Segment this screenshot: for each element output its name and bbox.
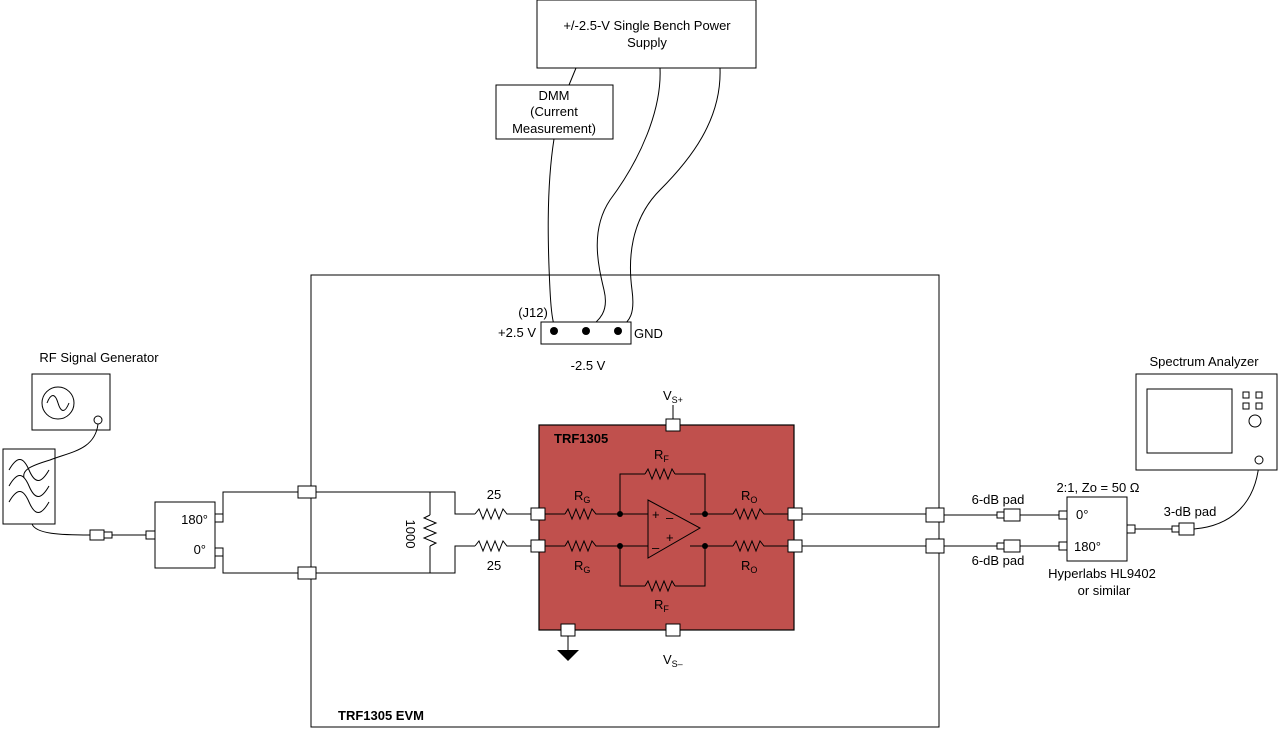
input-balun: 180° 0° <box>154 501 224 569</box>
analyzer-pad-label: 3-dB pad <box>1164 504 1217 519</box>
input-balun-phase-bottom: 0° <box>194 542 206 557</box>
amp-in-plus: + <box>652 507 660 522</box>
power-supply-label-line1: +/-2.5-V Single Bench Power <box>563 18 731 33</box>
rf-signal-generator: RF Signal Generator <box>31 350 159 431</box>
pin-gnd <box>614 327 622 335</box>
resistor-icon <box>564 539 620 553</box>
resistor-icon <box>474 539 531 553</box>
spectrum-analyzer: Spectrum Analyzer <box>1135 354 1278 471</box>
output-balun-part-line2: or similar <box>1078 583 1131 598</box>
resistor-icon <box>422 514 438 547</box>
wire-gnd <box>617 67 721 331</box>
pin-neg <box>582 327 590 335</box>
sine-wave-icon <box>46 395 70 411</box>
power-supply-label-line2: Supply <box>627 35 667 50</box>
rg-top-label: RG <box>574 488 590 505</box>
connector-gnd-label: GND <box>634 326 663 341</box>
connector-pos-label: +2.5 V <box>498 325 536 340</box>
power-supply: +/-2.5-V Single Bench Power Supply <box>536 0 757 69</box>
resistor-icon <box>732 507 788 521</box>
analyzer-input-port <box>1254 455 1264 465</box>
pin-pos <box>550 327 558 335</box>
input-pad <box>89 529 156 541</box>
output-balun: 2:1, Zo = 50 Ω 0° 180° Hyperlabs HL9402 … <box>1048 480 1156 598</box>
ro-bottom-label: RO <box>741 558 757 575</box>
series-resistor-bottom-label: 25 <box>487 558 501 573</box>
rf-top-label: RF <box>654 447 669 464</box>
dmm: DMM (Current Measurement) <box>495 84 614 140</box>
wire-neg <box>585 67 661 331</box>
resistor-icon <box>644 467 676 481</box>
output-balun-part-line1: Hyperlabs HL9402 <box>1048 566 1156 581</box>
analyzer-screen <box>1146 388 1233 454</box>
filter-block <box>2 448 56 525</box>
amp-out-minus: – <box>666 510 674 525</box>
dmm-label-line3: Measurement) <box>512 121 596 136</box>
rf-output-port <box>93 415 103 425</box>
output-pad-bottom-label: 6-dB pad <box>972 553 1025 568</box>
knob-icon <box>1248 414 1262 428</box>
wire-filter-to-attn <box>31 523 91 536</box>
wire-pad-to-analyzer <box>1193 463 1260 530</box>
shunt-resistor-label: 1000 <box>403 520 418 549</box>
output-pad-top-label: 6-dB pad <box>972 492 1025 507</box>
ro-top-label: RO <box>741 488 757 505</box>
analyzer-pad: 3-dB pad <box>1135 463 1260 536</box>
wire-supply-to-dmm <box>568 67 577 86</box>
amp-in-minus: – <box>652 540 660 555</box>
dmm-label-line2: (Current <box>530 104 578 119</box>
evm-board <box>310 274 940 728</box>
trf1305-chip: TRF1305 VS+ VS– RG RG RF <box>530 388 803 669</box>
input-balun-phase-top: 180° <box>181 512 208 527</box>
spectrum-analyzer-label: Spectrum Analyzer <box>1149 354 1259 369</box>
rf-generator-label: RF Signal Generator <box>39 350 159 365</box>
wire-gen-to-filter <box>23 423 99 479</box>
rg-bottom-label: RG <box>574 558 590 575</box>
evm-label: TRF1305 EVM <box>338 708 424 723</box>
rf-bottom-label: RF <box>654 597 669 614</box>
chip-name: TRF1305 <box>554 431 608 446</box>
amp-out-plus: + <box>666 530 674 545</box>
connector-ref: (J12) <box>518 305 548 320</box>
connector-j12: (J12) +2.5 V GND -2.5 V <box>498 305 663 373</box>
filter-icon <box>8 459 50 513</box>
series-resistor-top-label: 25 <box>487 487 501 502</box>
output-wiring: 6-dB pad 6-dB pad <box>802 492 1059 568</box>
op-amp-icon: + – – + <box>620 499 705 559</box>
ground-icon <box>557 650 579 661</box>
wire-dmm-to-pos <box>547 138 555 331</box>
output-balun-phase-top: 0° <box>1076 507 1088 522</box>
output-balun-phase-bottom: 180° <box>1074 539 1101 554</box>
vs-plus-label: VS+ <box>663 388 683 405</box>
resistor-icon <box>732 539 788 553</box>
dmm-label-line1: DMM <box>538 88 569 103</box>
resistor-icon <box>564 507 620 521</box>
resistor-icon <box>644 579 676 593</box>
resistor-icon <box>474 507 531 521</box>
output-balun-ratio: 2:1, Zo = 50 Ω <box>1056 480 1139 495</box>
connector-neg-label: -2.5 V <box>571 358 606 373</box>
vs-minus-label: VS– <box>663 652 683 669</box>
input-wiring: 1000 25 25 <box>222 485 531 580</box>
